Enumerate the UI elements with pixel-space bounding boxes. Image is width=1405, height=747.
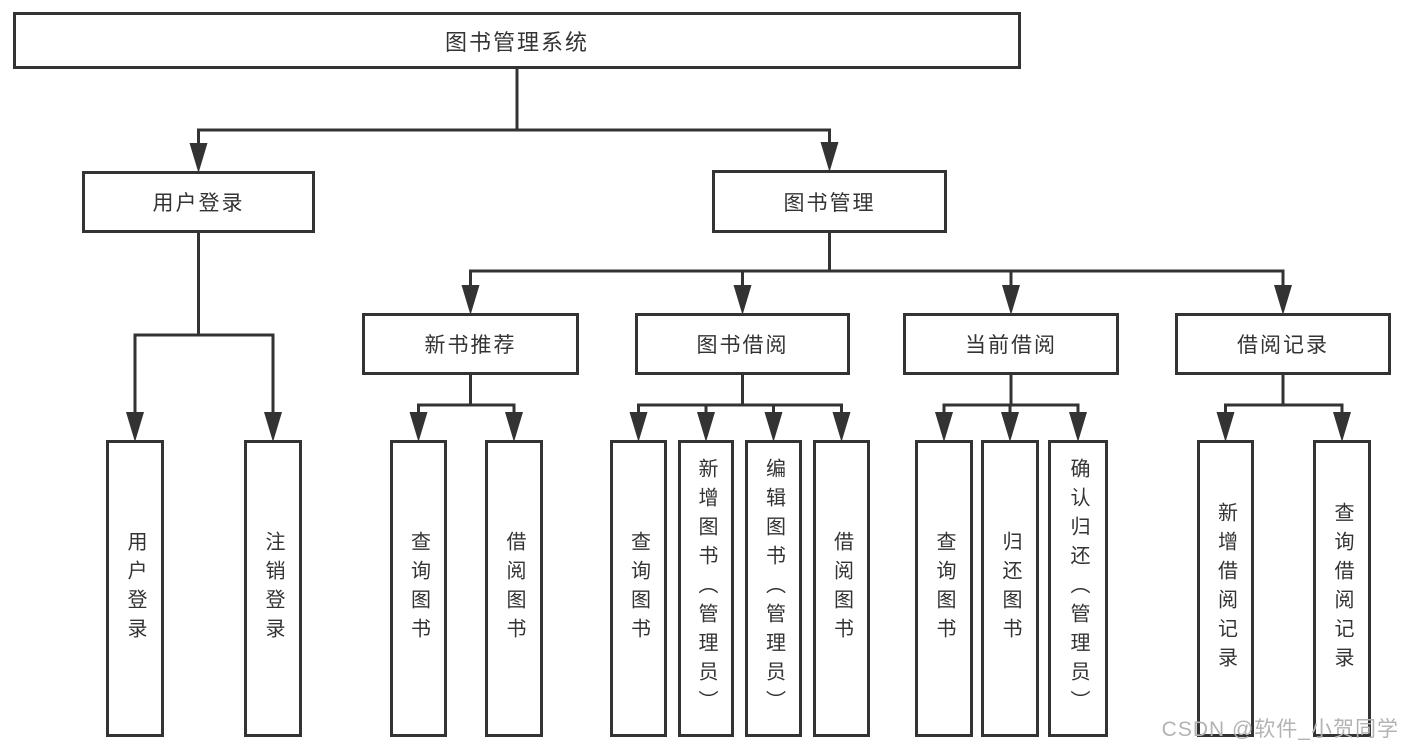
node-label: 图书借阅	[696, 334, 789, 357]
node-user-login: 用户登录	[82, 171, 315, 233]
leaf-add-books-admin: 新增图书（管理员）	[678, 440, 734, 737]
connector-rail	[1224, 403, 1344, 407]
node-label: 用户登录	[124, 530, 146, 647]
arrowhead-icon	[264, 412, 282, 442]
connector-drop	[1224, 405, 1227, 414]
leaf-confirm-return-admin: 确认归还（管理员）	[1048, 440, 1108, 737]
connector-rail	[197, 128, 831, 132]
node-book-management: 图书管理	[712, 170, 947, 233]
node-label: 借阅图书	[503, 530, 525, 647]
arrowhead-icon	[1333, 412, 1351, 442]
arrowhead-icon	[820, 142, 839, 172]
arrowhead-icon	[409, 412, 428, 442]
connector-drop	[469, 271, 472, 287]
connector-drop	[704, 405, 708, 414]
connector-drop	[637, 405, 640, 414]
leaf-query-borrow-record: 查询借阅记录	[1313, 440, 1371, 737]
leaf-query-books-recommend: 查询图书	[390, 440, 447, 737]
connector-drop	[197, 130, 200, 145]
connector-stub	[515, 67, 519, 132]
connector-drop	[512, 405, 516, 414]
node-label: 当前借阅	[965, 334, 1057, 357]
node-label: 确认归还（管理员）	[1067, 458, 1089, 719]
node-label: 编辑图书（管理员）	[762, 458, 785, 719]
connector-stub	[828, 231, 831, 273]
connector-drop	[1009, 271, 1013, 287]
leaf-return-books: 归还图书	[981, 440, 1039, 737]
arrowhead-icon	[697, 412, 715, 442]
connector-rail	[942, 403, 1080, 407]
node-label: 查询借阅记录	[1331, 501, 1353, 676]
arrowhead-icon	[832, 412, 851, 442]
arrowhead-icon	[505, 412, 523, 442]
node-book-borrowing: 图书借阅	[635, 313, 850, 375]
node-label: 查询图书	[627, 530, 650, 647]
arrowhead-icon	[733, 285, 752, 315]
arrowhead-icon	[1002, 285, 1020, 315]
arrowhead-icon	[629, 412, 648, 442]
connector-rail	[637, 403, 843, 407]
connector-rail	[469, 269, 1285, 273]
leaf-add-borrow-record: 新增借阅记录	[1197, 440, 1254, 737]
connector-drop	[1340, 405, 1344, 414]
connector-stub	[1281, 373, 1285, 407]
node-label: 查询图书	[407, 530, 430, 647]
connector-drop	[942, 405, 946, 414]
arrowhead-icon	[1069, 412, 1087, 442]
node-current-borrowing: 当前借阅	[903, 313, 1119, 375]
connector-stub	[741, 373, 744, 407]
connector-drop	[772, 405, 775, 414]
node-label: 借阅记录	[1237, 334, 1329, 357]
arrowhead-icon	[461, 285, 480, 315]
arrowhead-icon	[126, 412, 144, 442]
node-label: 归还图书	[999, 530, 1021, 647]
connector-drop	[1281, 271, 1285, 287]
connector-drop	[417, 405, 420, 414]
connector-rail	[133, 333, 275, 337]
connector-stub	[1009, 373, 1013, 407]
node-borrow-records: 借阅记录	[1175, 313, 1391, 375]
node-library-system: 图书管理系统	[13, 12, 1021, 69]
csdn-watermark: CSDN @软件_小贺同学	[1161, 718, 1399, 741]
connector-drop	[271, 335, 275, 414]
connector-drop	[1008, 405, 1012, 414]
node-new-book-recommend: 新书推荐	[362, 313, 579, 375]
leaf-edit-books-admin: 编辑图书（管理员）	[745, 440, 802, 737]
arrowhead-icon	[764, 412, 783, 442]
leaf-query-books-borrowing: 查询图书	[610, 440, 667, 737]
connector-stub	[469, 373, 472, 407]
arrowhead-icon	[1216, 412, 1235, 442]
arrowhead-icon	[189, 143, 208, 173]
node-label: 用户登录	[152, 192, 245, 215]
connector-drop	[1076, 405, 1080, 414]
connector-drop	[741, 271, 744, 287]
node-label: 借阅图书	[830, 530, 853, 647]
leaf-user-login: 用户登录	[106, 440, 164, 737]
connector-drop	[133, 335, 137, 414]
connector-drop	[828, 130, 831, 144]
arrowhead-icon	[1001, 412, 1019, 442]
leaf-borrow-books-borrowing: 借阅图书	[813, 440, 870, 737]
leaf-query-books-current: 查询图书	[915, 440, 973, 737]
connector-rail	[417, 403, 516, 407]
node-label: 新书推荐	[424, 334, 517, 357]
node-label: 查询图书	[933, 530, 955, 647]
node-label: 新增借阅记录	[1214, 501, 1237, 676]
arrowhead-icon	[935, 412, 953, 442]
leaf-borrow-books-recommend: 借阅图书	[485, 440, 543, 737]
connector-stub	[197, 231, 200, 337]
node-label: 图书管理	[783, 191, 876, 215]
arrowhead-icon	[1274, 285, 1292, 315]
leaf-logout: 注销登录	[244, 440, 302, 737]
node-label: 图书管理系统	[444, 29, 589, 55]
connector-drop	[840, 405, 843, 414]
node-label: 注销登录	[262, 530, 284, 647]
node-label: 新增图书（管理员）	[695, 458, 717, 719]
